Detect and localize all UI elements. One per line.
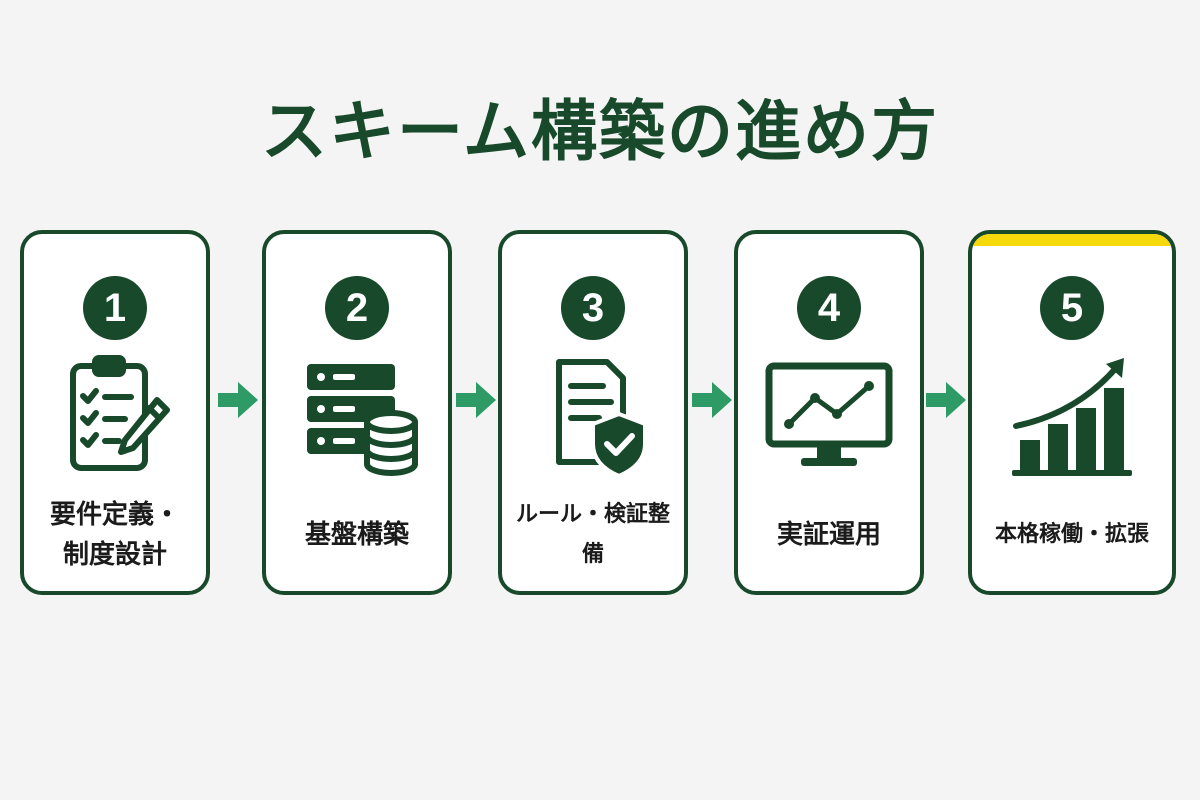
step-card-5: 5 本格稼働・拡張 (968, 230, 1176, 595)
right-arrow-icon (924, 378, 968, 422)
step-number-badge-4: 4 (797, 276, 861, 340)
step-number-badge-5: 5 (1040, 276, 1104, 340)
document-shield-check-icon (523, 352, 663, 482)
step-label-1: 要件定義・ 制度設計 (49, 500, 180, 570)
step-number-badge-1: 1 (83, 276, 147, 340)
step-label-3: ルール・検証整備 (515, 502, 670, 567)
page-title: スキーム構築の進め方 (260, 93, 940, 170)
monitor-line-chart-icon (759, 352, 899, 482)
highlight-accent-bar (972, 234, 1172, 246)
step-label-5: 本格稼働・拡張 (994, 522, 1149, 547)
step-number-badge-2: 2 (325, 276, 389, 340)
step-card-1: 1 要件定義・ 制度設計 (20, 230, 210, 595)
step-label-4: 実証運用 (776, 520, 881, 550)
growth-bar-chart-arrow-icon (1002, 352, 1142, 482)
step-card-4: 4 実証運用 (734, 230, 924, 595)
step-card-2: 2 基盤構築 (262, 230, 452, 595)
clipboard-checklist-pencil-icon (45, 352, 185, 482)
server-database-icon (287, 352, 427, 482)
step-label-2: 基盤構築 (304, 520, 409, 550)
right-arrow-icon (216, 378, 260, 422)
right-arrow-icon (454, 378, 498, 422)
right-arrow-icon (690, 378, 734, 422)
step-card-3: 3 ルール・検証整備 (498, 230, 688, 595)
step-number-badge-3: 3 (561, 276, 625, 340)
